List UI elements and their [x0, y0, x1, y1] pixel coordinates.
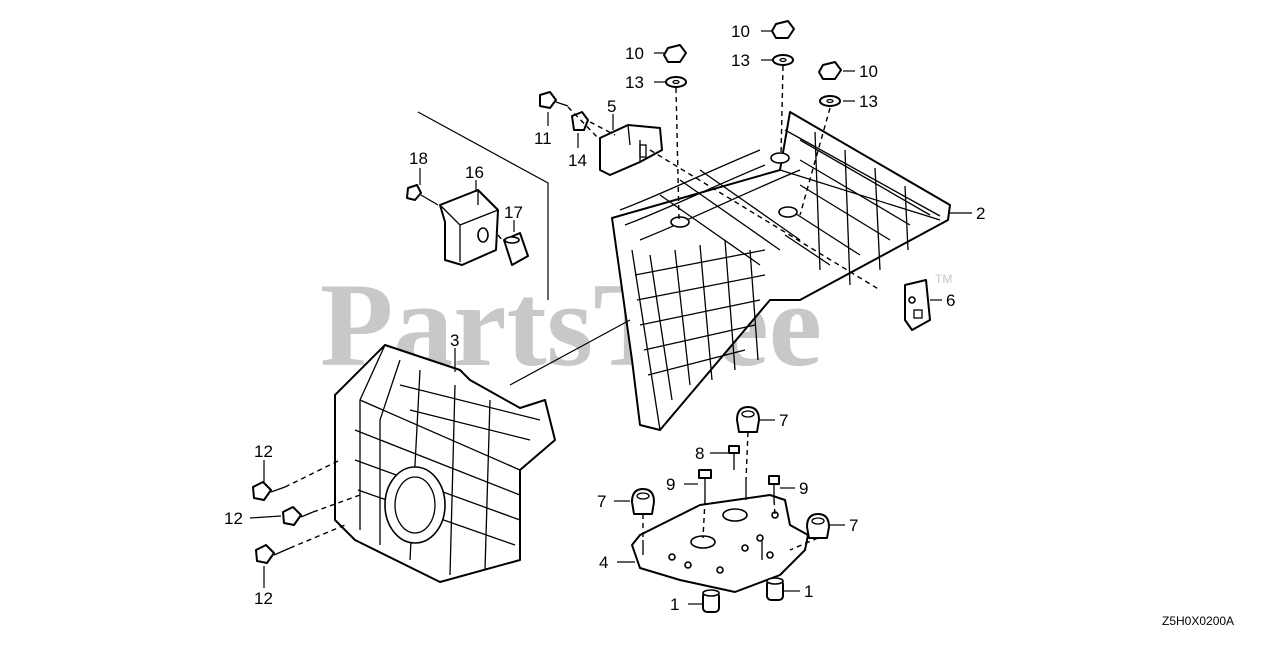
part-7-mount-top[interactable] — [736, 406, 760, 433]
callout-13-c: 13 — [859, 92, 878, 111]
part-10-nut-c[interactable] — [818, 61, 842, 80]
callout-1-left: 1 — [670, 595, 679, 614]
callout-2: 2 — [976, 204, 985, 223]
part-10-nut-a[interactable] — [663, 44, 687, 63]
part-13-washer-a[interactable] — [665, 76, 687, 88]
callout-9-left: 9 — [666, 475, 675, 494]
part-16-bracket[interactable] — [439, 189, 499, 266]
part-12-bolt-b[interactable] — [282, 506, 314, 526]
part-1-collar-left[interactable] — [702, 589, 720, 613]
leader-lines — [249, 30, 972, 605]
callout-9-right: 9 — [799, 479, 808, 498]
part-10-nut-b[interactable] — [771, 20, 795, 39]
callout-12-b: 12 — [224, 509, 243, 528]
callout-7-top: 7 — [779, 411, 788, 430]
callout-13-a: 13 — [625, 73, 644, 92]
part-4-base-plate[interactable] — [631, 494, 809, 593]
part-7-mount-left[interactable] — [631, 488, 655, 515]
part-8-bolt[interactable] — [728, 445, 740, 470]
part-13-washer-c[interactable] — [819, 95, 841, 107]
part-7-mount-right[interactable] — [806, 513, 830, 539]
part-6-bracket[interactable] — [904, 279, 931, 331]
callout-1-right: 1 — [804, 582, 813, 601]
diagram-code: Z5H0X0200A — [1162, 614, 1234, 628]
guard-joint-line — [509, 319, 631, 386]
callout-10-b: 10 — [731, 22, 750, 41]
part-9-bolt-left[interactable] — [698, 469, 712, 500]
part-13-washer-b[interactable] — [772, 54, 794, 66]
part-9-bolt-right[interactable] — [768, 475, 780, 500]
callout-10-c: 10 — [859, 62, 878, 81]
part-18-bolt[interactable] — [406, 184, 439, 206]
alignment-lines — [284, 65, 881, 551]
callout-5: 5 — [607, 97, 616, 116]
callout-3: 3 — [450, 331, 459, 350]
callout-6: 6 — [946, 291, 955, 310]
watermark-trademark: TM — [935, 272, 952, 286]
callout-14: 14 — [568, 151, 587, 170]
callout-18: 18 — [409, 149, 428, 168]
part-2-guard-frame[interactable] — [611, 111, 951, 431]
sub-assembly-bracket-line — [417, 111, 549, 300]
callout-17: 17 — [504, 203, 523, 222]
part-5-clip[interactable] — [599, 124, 663, 176]
callout-8: 8 — [695, 444, 704, 463]
part-12-bolt-a[interactable] — [252, 481, 286, 501]
part-1-collar-right[interactable] — [766, 577, 784, 601]
part-11-bolt[interactable] — [539, 91, 569, 109]
callout-7-left: 7 — [597, 492, 606, 511]
part-14-nut[interactable] — [571, 111, 589, 131]
callout-16: 16 — [465, 163, 484, 182]
callout-4: 4 — [599, 553, 608, 572]
callout-12-a: 12 — [254, 442, 273, 461]
part-3-side-guard[interactable] — [334, 344, 556, 583]
callout-12-c: 12 — [254, 589, 273, 608]
callout-10-a: 10 — [625, 44, 644, 63]
part-12-bolt-c[interactable] — [255, 544, 291, 564]
callout-13-b: 13 — [731, 51, 750, 70]
callout-11: 11 — [534, 129, 552, 148]
callout-7-right: 7 — [849, 516, 858, 535]
part-17-collar[interactable] — [503, 232, 529, 266]
